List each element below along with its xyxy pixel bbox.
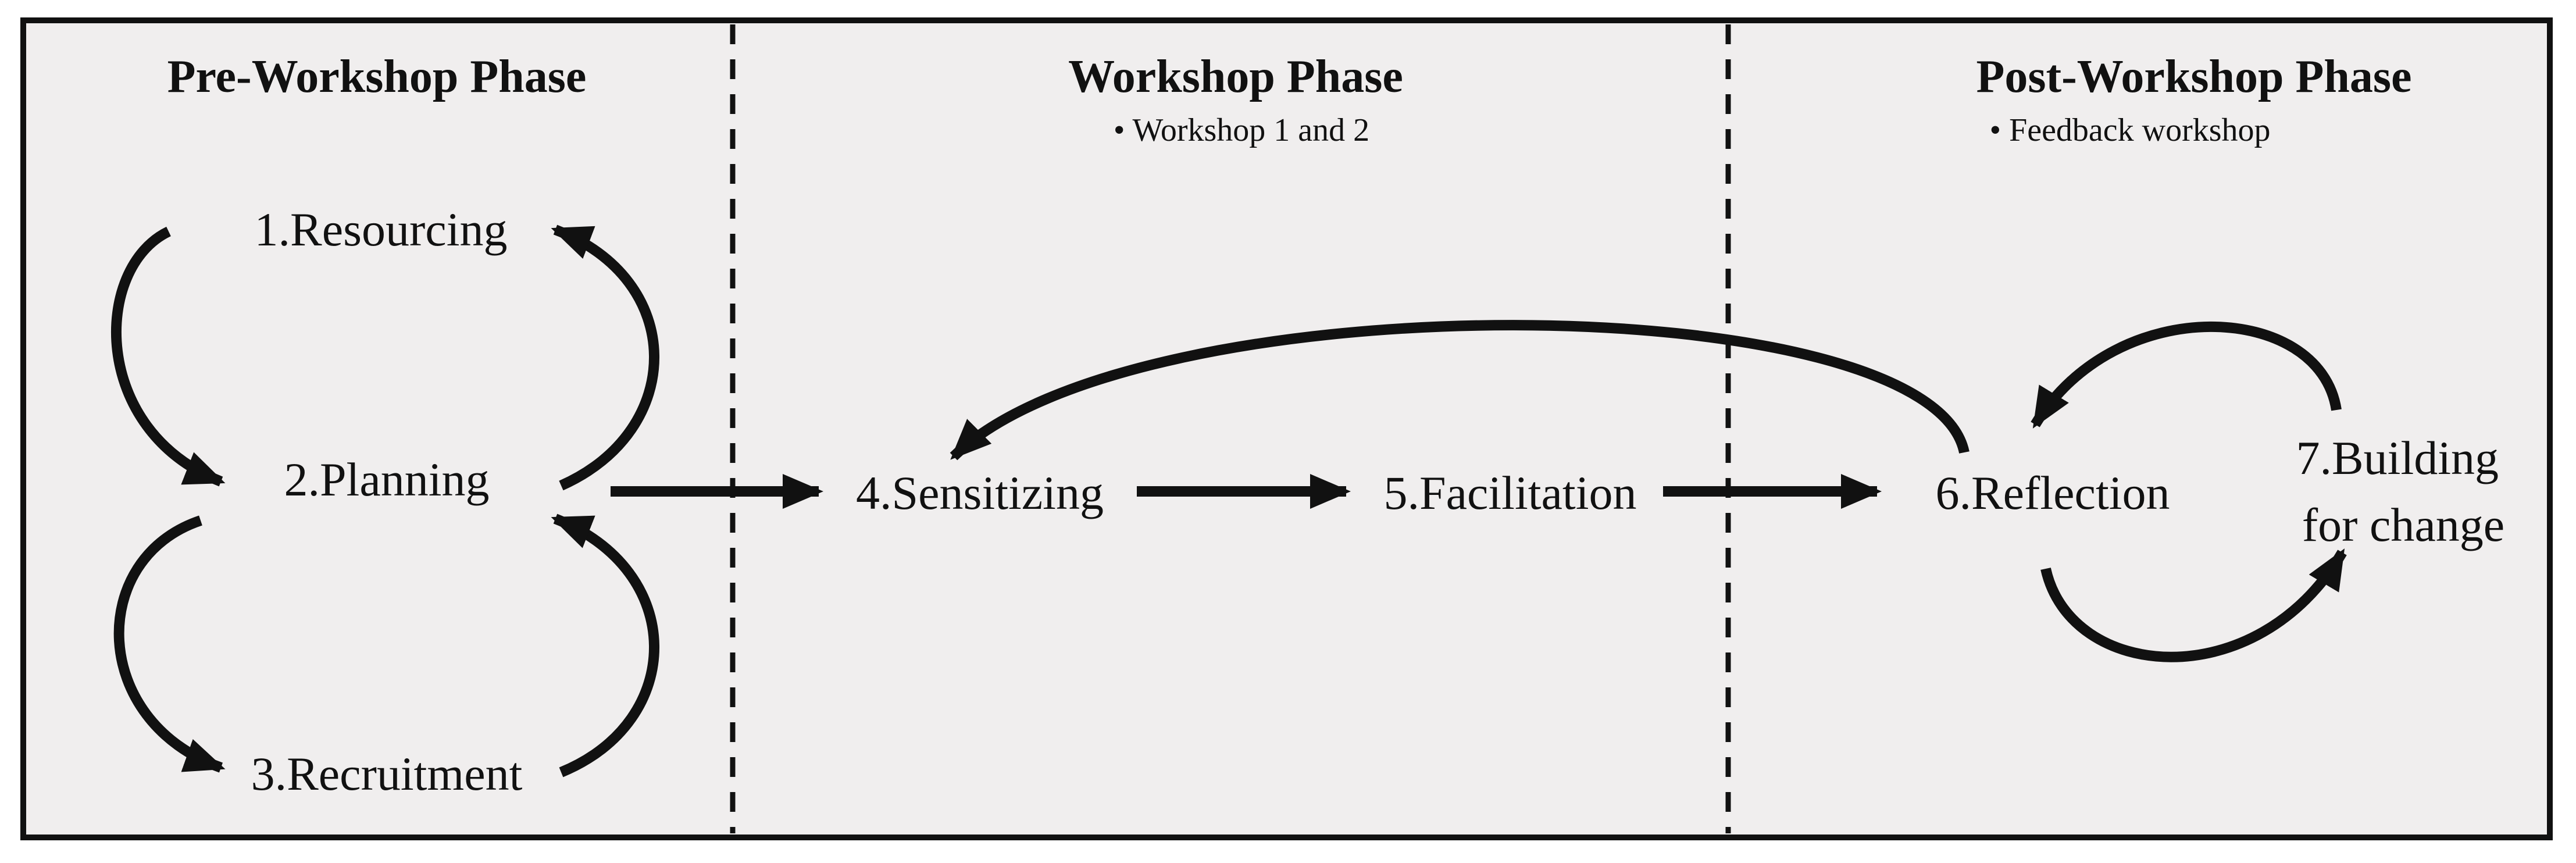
step-recruitment: 3.Recruitment [251,747,523,800]
step-sensitizing: 4.Sensitizing [856,466,1104,519]
arrow-resourcing-to-planning [111,226,226,487]
post-workshop-phase-subtitle: • Feedback workshop [1989,112,2270,148]
diagram-background [20,17,2553,840]
step-reflection: 6.Reflection [1935,466,2170,519]
step-building-line1: 7.Building [2296,432,2499,484]
arrow-reflection-to-building [2040,548,2347,662]
step-facilitation: 5.Facilitation [1384,466,1637,519]
workshop-phase-subtitle: • Workshop 1 and 2 [1114,112,1369,148]
pre-workshop-phase-title: Pre-Workshop Phase [167,51,587,102]
step-building-for-change: 7.Building for change [2296,432,2510,551]
step-building-line2: for change [2302,498,2504,551]
arrow-reflection-to-sensitizing [950,320,1970,461]
step-planning: 2.Planning [284,453,489,506]
arrow-recruitment-to-planning [551,513,659,778]
workshop-phase-title: Workshop Phase [1068,51,1403,102]
post-workshop-phase-title: Post-Workshop Phase [1976,51,2412,102]
step-resourcing: 1.Resourcing [255,203,508,256]
arrow-building-to-reflection [2031,321,2342,429]
arrow-planning-to-recruitment [113,515,226,773]
arrow-planning-to-resourcing [551,224,659,491]
